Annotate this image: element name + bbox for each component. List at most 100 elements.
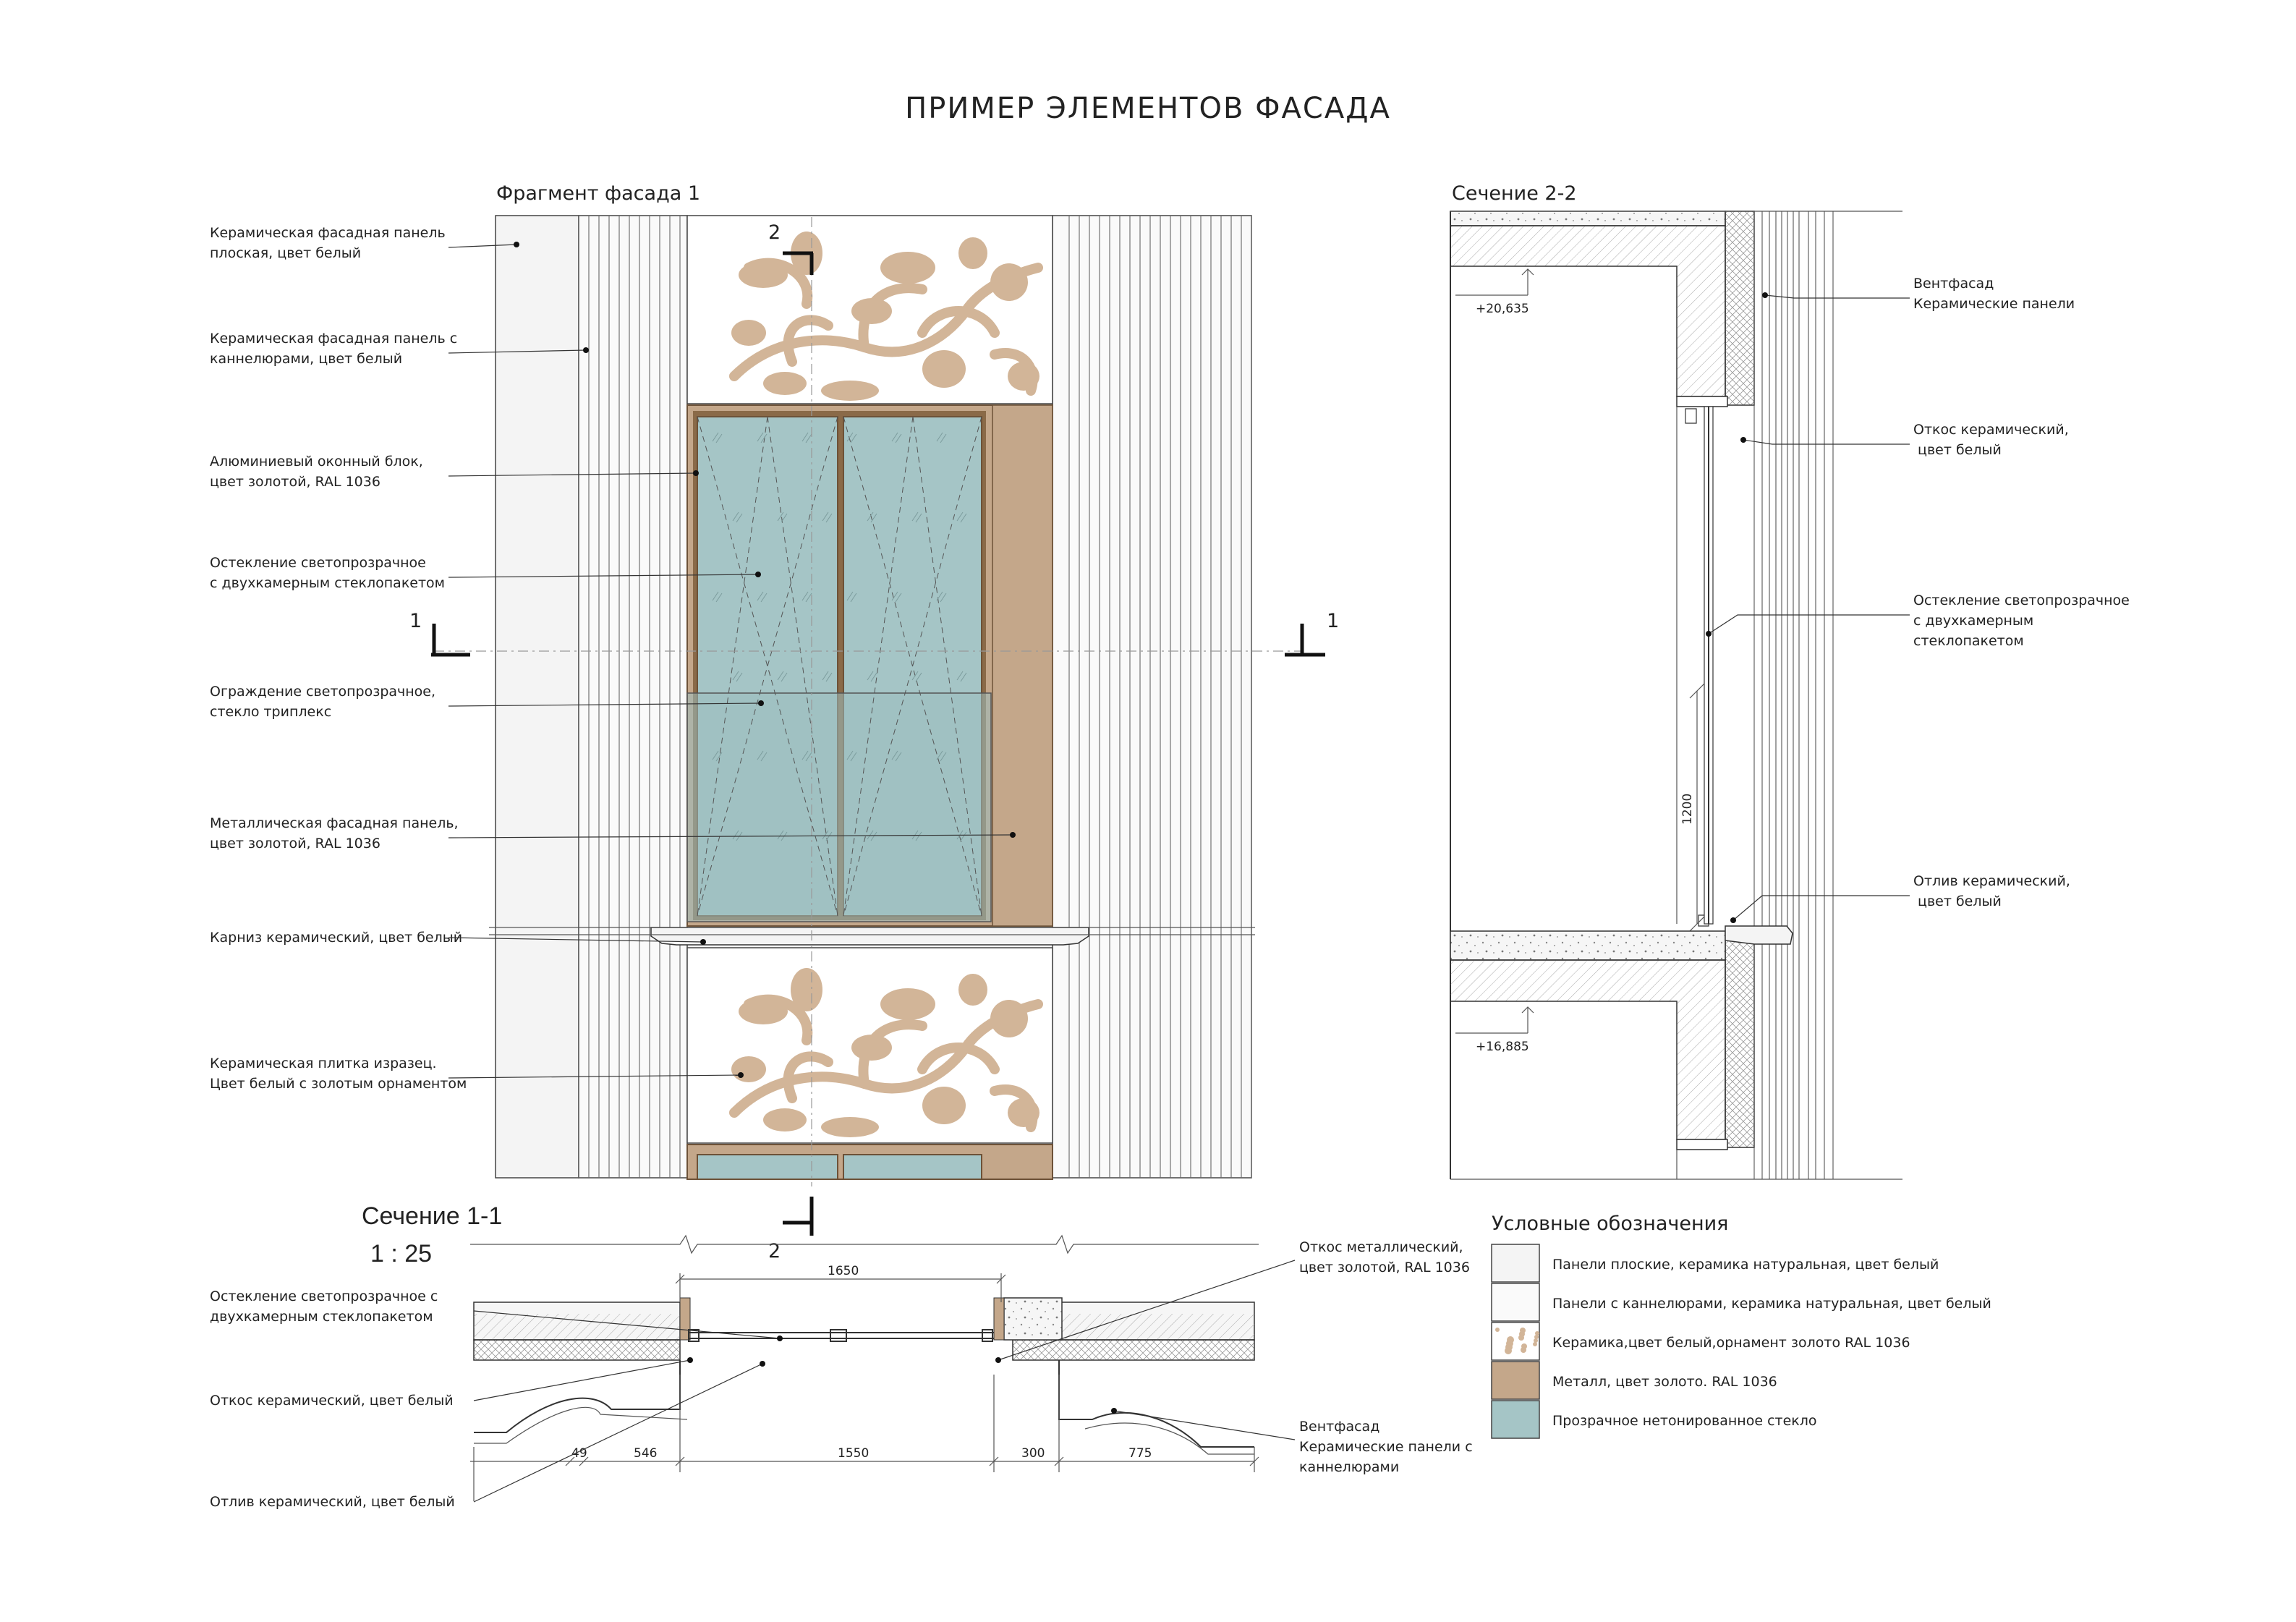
section11-label-right-1-line: цвет золотой, RAL 1036 [1299,1260,1470,1275]
leader-dot [1010,832,1016,838]
window-section [1676,396,1728,407]
facade-label-3: Алюминиевый оконный блок,цвет золотой, R… [210,454,423,490]
dimension-label: 546 [634,1446,657,1461]
metal-reveal-block [1003,1297,1063,1341]
section11-label-left-2: Откос керамический, цвет белый [210,1393,454,1409]
section22-label-2: Откос керамический, цвет белый [1913,422,2069,458]
ornament-top [729,232,1043,401]
facade-label-1: Керамическая фасадная панель плоская, цве… [210,225,446,261]
leader-line [448,1074,741,1079]
ornament-bottom [729,968,1043,1137]
facade-label-4-line: Остекление светопрозрачное [210,555,426,571]
facade-label-2-line: Керамическая фасадная панель с [210,331,457,347]
leader-line [448,702,762,707]
leader-line [1743,439,1910,445]
facade-labels: Керамическая фасадная панель плоская, цве… [210,225,1016,1092]
leader-dot [758,700,764,706]
facade-label-8-line: Керамическая плитка изразец. [210,1056,437,1071]
section-mark-1-right: 1 [1285,610,1339,657]
fluted-panel-left [578,215,688,1179]
fluted-panel-right [1052,215,1252,1179]
slab-middle [1450,930,1726,961]
dimension-label: 300 [1021,1446,1045,1461]
legend-label: Панели плоские, керамика натуральная, цв… [1552,1257,1939,1273]
slab-top [1450,211,1726,226]
facade-label-7-line: Карниз керамический, цвет белый [210,930,462,946]
window-glass-lower-right [843,1154,982,1180]
facade-label-6: Металлическая фасадная панель, цвет золот… [210,815,459,852]
legend-swatch [1491,1400,1540,1439]
section22-label-3-line: стеклопакетом [1913,633,2024,649]
svg-text:1: 1 [409,610,422,632]
cornice-section [474,1360,1254,1448]
svg-text:+20,635: +20,635 [1476,302,1529,316]
facade-label-2: Керамическая фасадная панель с каннелюрам… [210,331,457,367]
level-mark-top: +20,635 [1455,268,1534,316]
leader-dot [1730,917,1736,923]
section11-label-right-2-line: Керамические панели с [1299,1439,1473,1455]
section11-scale: 1 : 25 [370,1240,432,1268]
cornice [650,927,1089,946]
insulation-top [1725,211,1755,406]
section22-label-3-line: с двухкамерным [1913,613,2033,629]
legend: Условные обозначения Панели плоские, кер… [1491,1213,1991,1439]
leader-dot [700,939,706,945]
facade-label-1-line: Керамическая фасадная панель [210,225,446,241]
triplex-railing [686,692,992,922]
leader-dot [583,347,589,353]
section22-label-4: Отлив керамический, цвет белый [1913,873,2070,909]
legend-swatch [1491,1283,1540,1322]
facade-label-2-line: каннелюрами, цвет белый [210,351,402,367]
leader-line [1732,895,1910,921]
legend-label: Панели с каннелюрами, керамика натуральн… [1552,1296,1991,1312]
wall-left-insulation [473,1339,681,1361]
section22-label-1-line: Керамические панели [1913,296,2075,312]
svg-text:2: 2 [768,1240,781,1262]
window-section-lower [1676,1139,1728,1150]
section22-label-1-line: Вентфасад [1913,276,1994,292]
facade-label-5-line: Ограждение светопрозрачное, [210,684,435,700]
flat-panel-left [495,215,579,1179]
section11-label-left-3: Отлив керамический, цвет белый [210,1494,455,1510]
section11-label-left-1-line: Остекление светопрозрачное с [210,1288,438,1304]
leader-line [448,834,1013,838]
leader-dot [687,1357,693,1363]
section-mark-2-bottom: 2 [768,1197,814,1262]
facade-label-1-line: плоская, цвет белый [210,245,361,261]
insulation-bottom [1725,937,1755,1148]
svg-text:2: 2 [768,221,781,244]
leader-dot [755,572,761,577]
wall-left-hatch [474,1314,680,1340]
page-title: ПРИМЕР ЭЛЕМЕНТОВ ФАСАДА [905,92,1391,125]
facade-label-3-line: цвет золотой, RAL 1036 [210,474,380,490]
leader-line [1113,1410,1296,1440]
facade-label-6-line: Металлическая фасадная панель, [210,815,459,831]
section22-label-2-line: Откос керамический, [1913,422,2069,438]
svg-text:1200: 1200 [1680,794,1695,825]
section-2-2: Сечение 2-2 1200 +20,635 +16,8 [1450,182,2130,1180]
leader-dot [1740,437,1746,443]
facade-fragment: Фрагмент фасада 1 [210,182,1339,1262]
leader-dot [1762,292,1768,298]
leader-dot [777,1336,783,1341]
facade-label-6-line: цвет золотой, RAL 1036 [210,836,380,852]
section22-label-2-line: цвет белый [1913,442,2002,458]
section11-label-right-2-line: Вентфасад [1299,1419,1379,1435]
facade-label-5: Ограждение светопрозрачное,стекло трипле… [210,684,435,720]
leader-dot [760,1361,765,1367]
leader-dot [738,1072,744,1078]
legend-swatch [1491,1361,1540,1400]
leader-line [448,244,517,248]
leader-dot [1706,631,1712,637]
section22-label-4-line: Отлив керамический, [1913,873,2070,889]
sill-section [1725,925,1793,945]
leader-dot [514,242,519,247]
